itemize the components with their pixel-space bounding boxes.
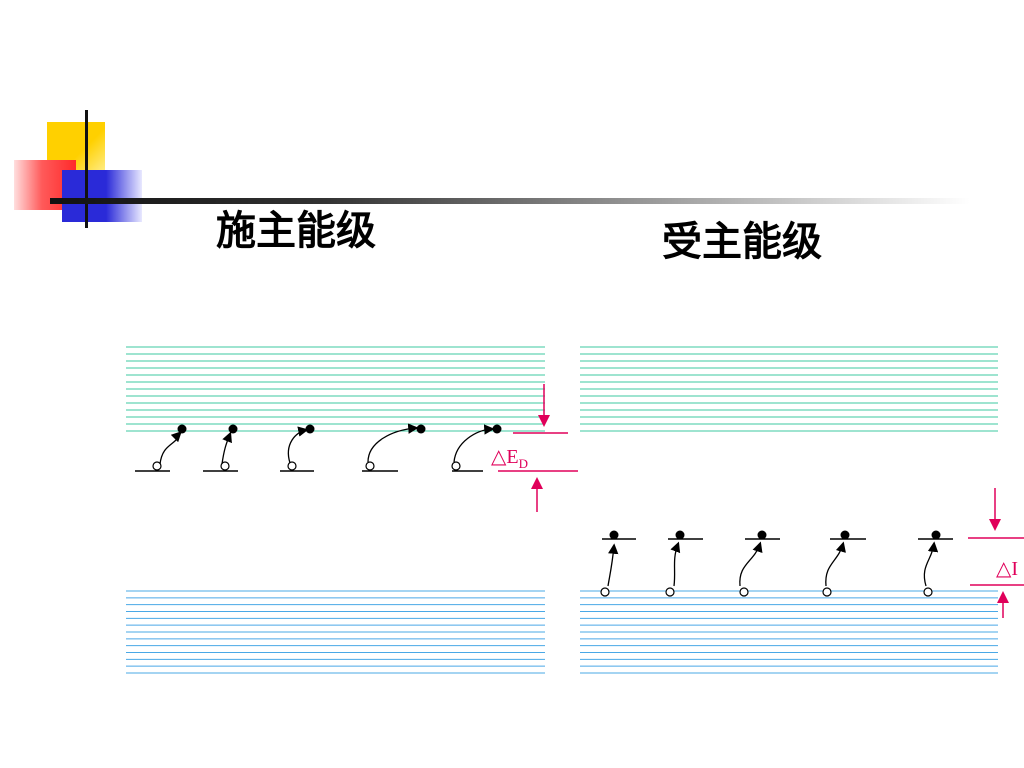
delta-ed-label: △ED (491, 446, 528, 471)
acceptor-valence-band (580, 590, 998, 674)
donor-level-title: 施主能级 (216, 208, 376, 254)
excitation-arrow (739, 541, 763, 587)
excitation-arrow (221, 431, 232, 465)
acceptor-level-title: 受主能级 (662, 219, 822, 265)
excitation-arrow (607, 543, 619, 587)
decor-vertical-line (85, 110, 88, 228)
excitation-arrow (367, 423, 419, 463)
valence-hole-circle (822, 587, 832, 597)
acceptor-electron (609, 530, 619, 540)
acceptor-electron (931, 530, 941, 540)
acceptor-electron (757, 530, 767, 540)
ionized-donor-circle (287, 461, 297, 471)
valence-hole-circle (739, 587, 749, 597)
excitation-arrow (287, 426, 309, 464)
excitation-arrow (159, 431, 182, 465)
valence-hole-circle (923, 587, 933, 597)
excitation-arrow (670, 541, 681, 587)
delta-ea-label: △I (996, 558, 1018, 580)
valence-hole-circle (665, 587, 675, 597)
conduction-electron (228, 424, 238, 434)
conduction-electron (305, 424, 315, 434)
donor-valence-band (126, 590, 545, 674)
conduction-electron (416, 424, 426, 434)
decor-title-rule (50, 198, 970, 204)
acceptor-electron (675, 530, 685, 540)
excitation-arrow (923, 541, 939, 587)
acceptor-levels (600, 530, 953, 597)
conduction-electron (177, 424, 187, 434)
ionized-donor-circle (365, 461, 375, 471)
conduction-electron (492, 424, 502, 434)
ionized-donor-circle (451, 461, 461, 471)
ionized-donor-circle (220, 461, 230, 471)
ionized-donor-circle (152, 461, 162, 471)
acceptor-electron (840, 530, 850, 540)
donor-conduction-band (126, 346, 545, 432)
valence-hole-circle (600, 587, 610, 597)
excitation-arrow (453, 424, 495, 463)
excitation-arrow (825, 541, 846, 587)
acceptor-conduction-band (580, 346, 998, 432)
donor-levels (135, 423, 502, 472)
delta-ea-annotation: △I (968, 488, 1024, 618)
delta-ed-annotation: △ED (491, 384, 578, 512)
decor-blue-square (62, 170, 142, 222)
